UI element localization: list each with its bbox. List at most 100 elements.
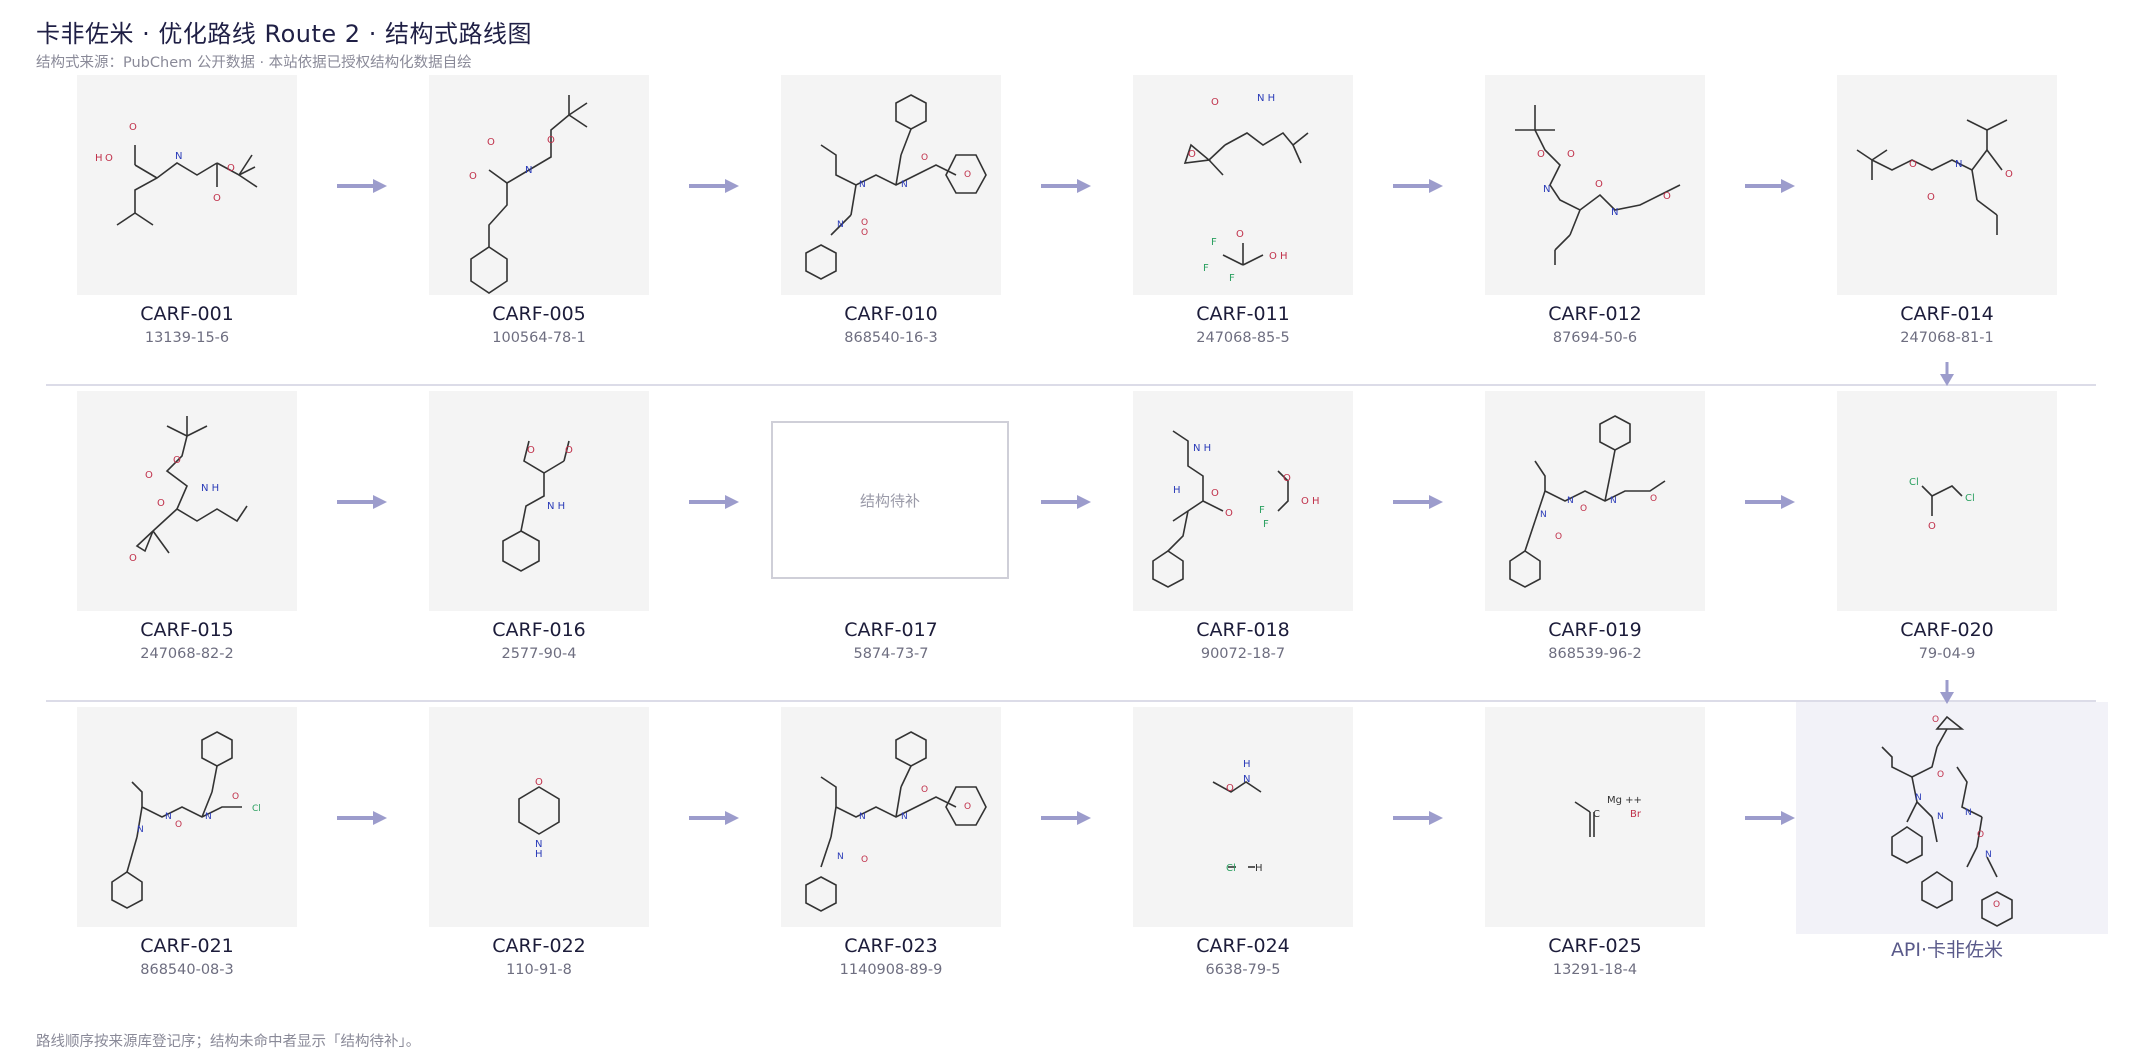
flow-arrow-right <box>1393 494 1443 509</box>
svg-text:O: O <box>1909 159 1917 170</box>
svg-text:N: N <box>165 812 172 822</box>
svg-text:O: O <box>1595 179 1603 190</box>
svg-text:N: N <box>901 180 908 190</box>
svg-text:N: N <box>205 812 212 822</box>
svg-text:N: N <box>175 151 182 162</box>
flow-arrow-right <box>337 494 387 509</box>
svg-text:O: O <box>1928 521 1936 532</box>
svg-text:O: O <box>1650 494 1657 504</box>
flow-arrow-right <box>689 810 739 825</box>
svg-text:N: N <box>1915 793 1922 803</box>
flow-arrow-right <box>1745 178 1795 193</box>
compound-card[interactable]: Mg ++C Br CARF-025 13291-18-4 <box>1485 707 1705 978</box>
cas-number: 868540-08-3 <box>140 962 234 978</box>
svg-text:O: O <box>1580 504 1587 514</box>
flow-arrow-right <box>1041 494 1091 509</box>
structure-drawing: OO NO <box>469 95 588 294</box>
compound-card[interactable]: 结构待补 CARF-017 5874-73-7 <box>771 391 1009 662</box>
svg-text:O: O <box>232 792 239 802</box>
svg-text:H: H <box>1255 863 1263 874</box>
svg-text:Mg ++: Mg ++ <box>1607 795 1642 806</box>
svg-text:O: O <box>105 153 113 164</box>
svg-text:N: N <box>1243 774 1250 785</box>
cas-number: 13139-15-6 <box>144 330 230 346</box>
svg-text:O: O <box>547 135 555 146</box>
svg-text:H: H <box>1243 759 1251 770</box>
svg-text:O: O <box>173 455 181 466</box>
flow-arrow-right <box>337 178 387 193</box>
compound-code: CARF-005 <box>492 303 586 325</box>
svg-text:O: O <box>861 855 868 865</box>
compound-code: CARF-010 <box>844 303 938 325</box>
svg-text:O: O <box>1567 149 1575 160</box>
compound-code: CARF-019 <box>1548 619 1642 641</box>
compound-code: CARF-021 <box>140 935 234 957</box>
svg-text:O: O <box>2005 169 2013 180</box>
svg-text:O: O <box>1211 97 1219 108</box>
svg-text:O: O <box>129 122 137 133</box>
cas-number: 2577-90-4 <box>501 646 577 662</box>
svg-text:O: O <box>1937 770 1944 780</box>
svg-text:N: N <box>137 825 144 835</box>
svg-text:O: O <box>921 785 928 795</box>
svg-text:H: H <box>1173 485 1181 496</box>
compound-code: CARF-022 <box>492 935 586 957</box>
svg-text:H: H <box>95 153 103 164</box>
flow-arrow-right <box>689 494 739 509</box>
cas-number: 110-91-8 <box>506 962 572 978</box>
page-subtitle: 结构式来源：PubChem 公开数据 · 本站依据已授权结构化数据自绘 <box>36 55 472 71</box>
svg-text:N: N <box>1955 159 1962 170</box>
api-label: API·卡非佐米 <box>1890 939 2004 961</box>
page-title: 卡非佐米 · 优化路线 Route 2 · 结构式路线图 <box>36 20 532 48</box>
svg-text:O: O <box>213 193 221 204</box>
compound-code: CARF-023 <box>844 935 938 957</box>
structure-drawing: OO NO <box>1856 119 2013 235</box>
cas-number: 87694-50-6 <box>1552 330 1638 346</box>
svg-text:O: O <box>964 802 971 812</box>
compound-code: CARF-024 <box>1196 935 1290 957</box>
compound-code: CARF-001 <box>140 303 234 325</box>
svg-text:O H: O H <box>1269 251 1288 262</box>
svg-text:N H: N H <box>547 501 565 512</box>
svg-text:N H: N H <box>201 483 219 494</box>
svg-text:C: C <box>1593 809 1600 820</box>
svg-text:O: O <box>1663 191 1671 202</box>
svg-text:F: F <box>1211 237 1217 248</box>
svg-text:N: N <box>1965 808 1972 818</box>
compound-code: CARF-025 <box>1548 935 1642 957</box>
flow-arrow-right <box>1745 810 1795 825</box>
cas-number: 868540-16-3 <box>844 330 938 346</box>
svg-text:F: F <box>1229 273 1235 284</box>
svg-text:O: O <box>175 820 182 830</box>
svg-text:N: N <box>901 812 908 822</box>
footer-note: 路线顺序按来源库登记序；结构未命中者显示「结构待补」。 <box>36 1034 421 1050</box>
svg-text:O: O <box>1236 229 1244 240</box>
